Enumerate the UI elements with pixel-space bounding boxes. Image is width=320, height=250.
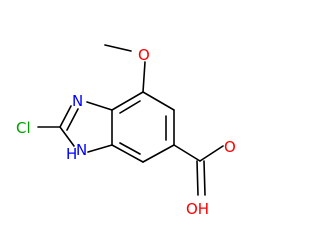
bond-carbonyl-1: [196, 160, 199, 196]
bond-imine-n-c2: [59, 105, 72, 128]
molecule-structure: O N Cl N H O OH: [16, 44, 236, 218]
methoxy-o-label: O: [138, 46, 150, 64]
bond-imine-n-c2-double: [66, 108, 79, 131]
bonds: [37, 44, 224, 196]
atom-labels: O N Cl N H O OH: [16, 46, 236, 218]
bond-ring-c: [111, 144, 144, 163]
bond-carbonyl-2: [203, 160, 206, 196]
bond-ring-d: [142, 144, 175, 163]
structure-canvas: O N Cl N H O OH: [16, 44, 236, 218]
bond-ring-a: [111, 91, 144, 111]
hydroxyl-label: OH: [186, 200, 209, 218]
bond-ring-inner-1: [119, 100, 141, 114]
bond-o-ring: [142, 61, 146, 93]
bond-c2-nh: [59, 126, 75, 147]
carbonyl-o-label: O: [224, 138, 236, 156]
nh-h-label: H: [66, 145, 77, 163]
bond-ring-carboxyl: [173, 144, 201, 162]
bond-nh-c: [87, 144, 113, 153]
bond-ring-inner-2: [119, 142, 141, 155]
bond-c-imine-n: [86, 101, 113, 111]
chloro-label: Cl: [16, 119, 31, 137]
imine-n-label: N: [72, 92, 83, 110]
nh-n-label: N: [76, 141, 87, 159]
bond-methyl-o: [104, 44, 132, 52]
bond-ring-f: [142, 91, 175, 111]
bond-c-oh: [199, 145, 224, 162]
